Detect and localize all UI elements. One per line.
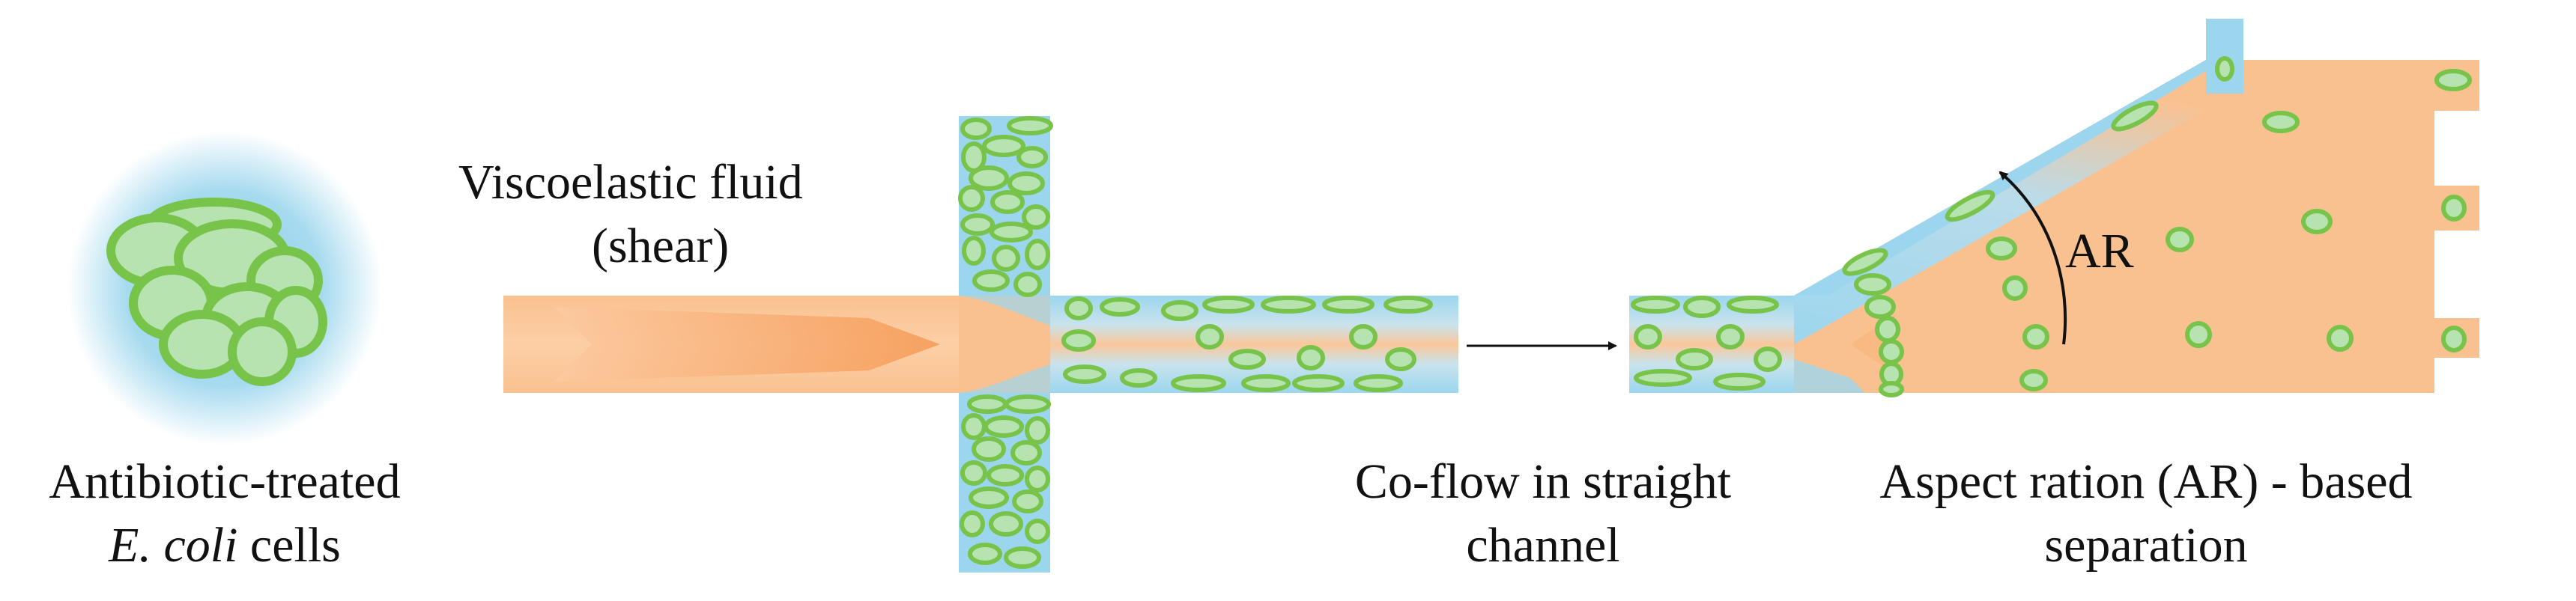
cells-label-italic: E. coli [108, 518, 237, 573]
ar-marker-label: AR [2065, 224, 2134, 278]
separation-chamber [1629, 19, 2479, 397]
separation-label-line1: Aspect ration (AR) - based [1879, 454, 2412, 509]
separation-label-line2: separation [2044, 518, 2247, 573]
coflow-label-line1: Co-flow in straight [1355, 454, 1731, 509]
cross-junction [503, 116, 1458, 573]
fluid-label-line1: Viscoelastic fluid [458, 155, 803, 210]
ecoli-cluster-icon [67, 131, 382, 445]
coflow-label-line2: channel [1466, 518, 1619, 573]
cells-label-line2: E. coli cells [108, 518, 341, 573]
cells-label-line1: Antibiotic-treated [49, 454, 400, 509]
curved-arrow-icon [1998, 171, 2067, 345]
fluid-label-line2: (shear) [592, 219, 729, 273]
cells-label-rest: cells [237, 518, 340, 573]
